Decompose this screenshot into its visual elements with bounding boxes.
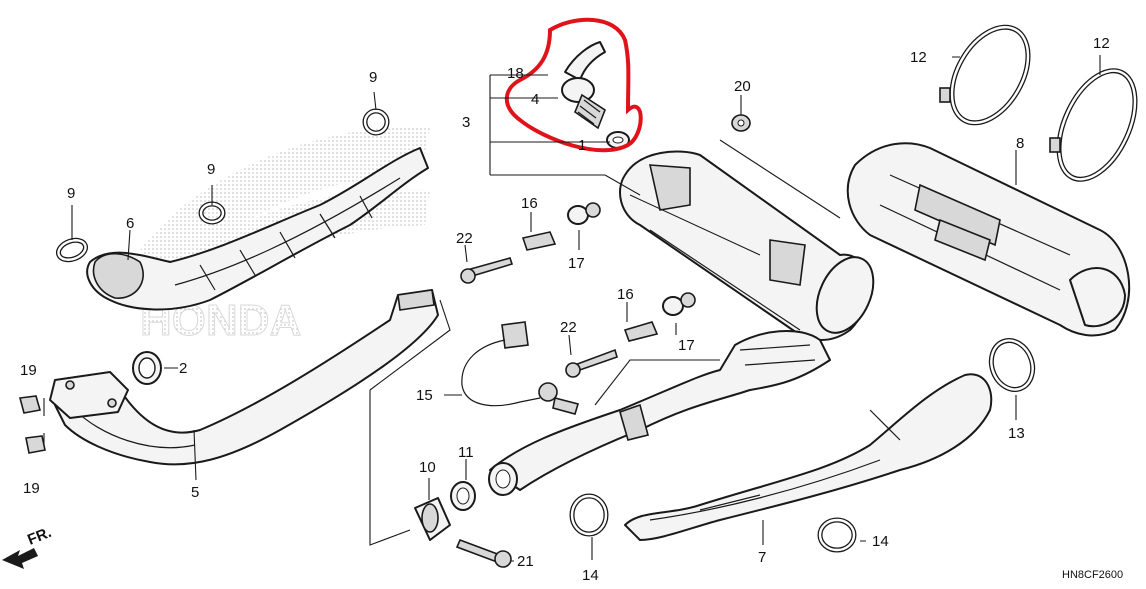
diagram-code: HN8CF2600 [1062,569,1123,581]
label-20: 20 [734,78,751,95]
part-2-gasket [132,351,162,385]
part-19-nuts [18,395,46,454]
label-10: 10 [419,459,436,476]
label-7: 7 [758,549,766,566]
label-13: 13 [1008,425,1025,442]
label-8: 8 [1016,135,1024,152]
label-9c: 9 [369,69,377,86]
part-10-11-21 [414,481,512,568]
part-15-sensor [461,321,580,415]
label-9a: 9 [67,185,75,202]
leader-lines [43,55,1101,562]
label-11: 11 [458,444,474,461]
label-14a: 14 [582,567,599,584]
red-highlight-circle [504,17,643,153]
label-12b: 12 [1093,35,1110,52]
watermark-text: HONDA [140,296,301,345]
label-2: 2 [179,360,187,377]
front-direction-arrow: FR. [2,524,54,569]
label-1: 1 [578,137,586,154]
label-5: 5 [191,484,199,501]
label-15: 15 [416,387,433,404]
label-22a: 22 [456,230,473,247]
part-8-muffler-protector [846,142,1131,337]
label-16b: 16 [617,286,634,303]
label-6: 6 [126,215,134,232]
label-17a: 17 [568,255,585,272]
part-20-grommet [731,114,751,132]
label-3: 3 [462,114,470,131]
part-5-exhaust-pipe [49,289,439,466]
part-labels: 1 2 3 4 5 6 7 8 9 9 9 10 11 12 12 13 14 … [20,35,1110,584]
label-14b: 14 [872,533,889,550]
label-17b: 17 [678,337,695,354]
label-22b: 22 [560,319,577,336]
label-21: 21 [517,553,534,570]
label-19a: 19 [20,362,37,379]
part-12-large-clamps [939,24,1138,182]
label-4: 4 [531,91,539,108]
catalytic-pipe [488,329,831,496]
part-3-muffler [619,150,875,341]
part-7-heat-shield [624,373,993,541]
hardware-bolts-collars [460,202,696,378]
part-13-14-clamps [569,338,1036,553]
label-18: 18 [507,65,524,82]
label-9b: 9 [207,161,215,178]
part-4-spark-arrestor [561,41,630,149]
part-6-heat-shield [86,147,429,311]
fr-label: FR. [25,524,54,549]
label-16a: 16 [521,195,538,212]
label-19b: 19 [23,480,40,497]
label-12a: 12 [910,49,927,66]
